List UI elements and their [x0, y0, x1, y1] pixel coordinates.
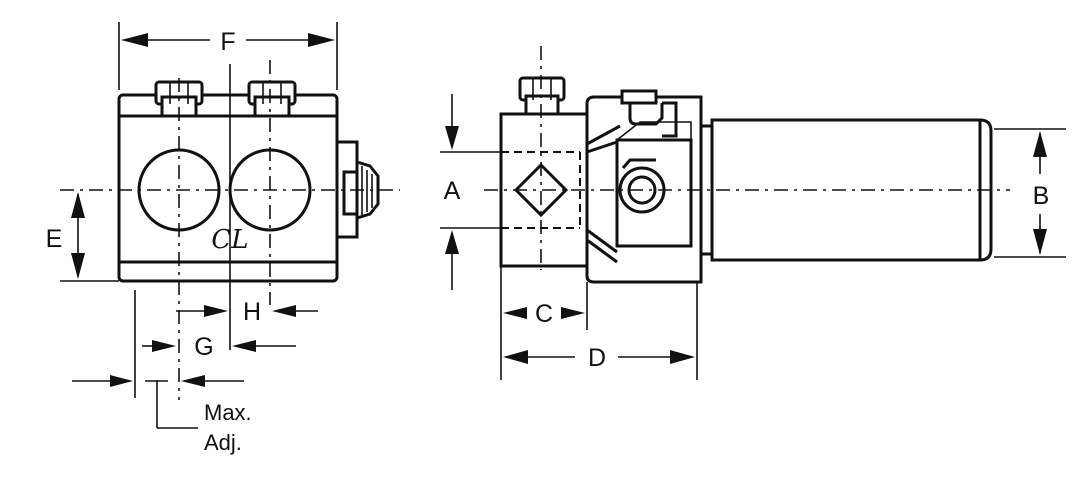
side-view: A B C D: [440, 46, 1066, 380]
label-e: E: [46, 225, 63, 253]
square-bit-end: [513, 162, 569, 218]
label-adj: Adj.: [204, 430, 242, 455]
head-pocket: [615, 138, 693, 248]
label-a: A: [444, 177, 461, 205]
label-h: H: [243, 298, 261, 326]
head-pocket-shadow: [616, 121, 692, 141]
head-top-cap: [620, 89, 678, 138]
clamp-block-screw: [518, 76, 566, 116]
dimension-e: [60, 192, 119, 282]
centerline-symbol: CL: [211, 225, 248, 255]
set-screw-left: [154, 80, 204, 118]
label-d: D: [588, 344, 606, 372]
head-body: [585, 95, 703, 284]
dimension-d: [503, 282, 698, 380]
dimension-a: [440, 94, 501, 290]
head-screw-shoulder: [621, 158, 656, 169]
dimension-max-adjustment: [72, 375, 244, 429]
dimension-b: [994, 128, 1066, 258]
label-b: B: [1033, 182, 1050, 210]
end-view: F E CL H G: [46, 22, 400, 455]
dimension-c: [500, 266, 588, 380]
dimension-h: [176, 305, 318, 317]
label-g: G: [194, 333, 213, 361]
set-screw-right: [247, 80, 297, 118]
wedge-line-lower-b: [586, 238, 618, 264]
label-f: F: [220, 28, 235, 56]
dimension-f: [118, 22, 338, 90]
dimension-g: [134, 290, 296, 398]
wedge-line-upper-b: [586, 140, 618, 154]
wedge-line-lower-a: [586, 228, 618, 254]
wedge-line-upper-a: [586, 124, 621, 146]
label-c: C: [535, 300, 553, 328]
side-adjust-screw: [335, 140, 380, 239]
label-max: Max.: [204, 400, 252, 425]
